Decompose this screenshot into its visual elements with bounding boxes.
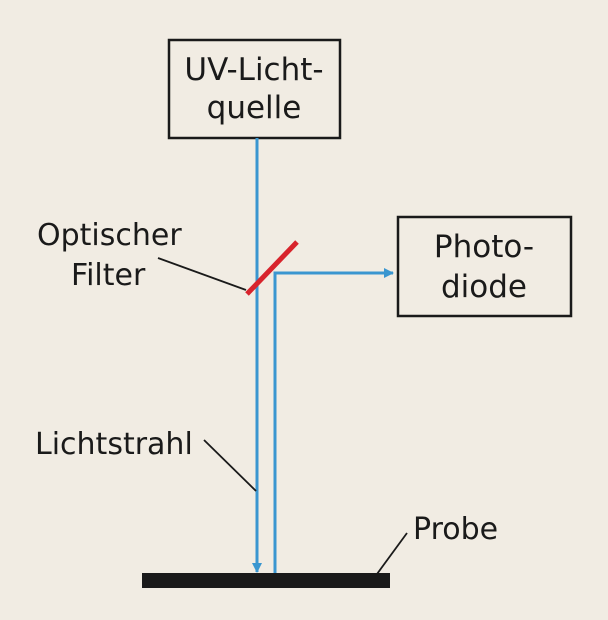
uv-light-source-label-line2: quelle: [207, 90, 302, 126]
photodiode-label-line1: Photo-: [434, 229, 534, 265]
sample-leader-line: [376, 532, 408, 575]
photodiode-box: Photo- diode: [396, 215, 573, 318]
filter-leader-line: [157, 257, 247, 291]
beam-leader-line: [203, 439, 257, 492]
uv-light-source-label-line1: UV-Licht-: [184, 52, 323, 88]
photodiode-label-line2: diode: [441, 269, 527, 305]
reflected-light-beam: [273, 268, 394, 574]
uv-light-source-box: UV-Licht- quelle: [167, 38, 342, 140]
sample-label: Probe: [413, 512, 498, 547]
beam-label: Lichtstrahl: [35, 427, 193, 462]
filter-label-line2: Filter: [71, 258, 146, 293]
optical-filter: [245, 240, 299, 296]
filter-label-line1: Optischer: [37, 218, 182, 253]
sample-bar: [142, 573, 390, 588]
